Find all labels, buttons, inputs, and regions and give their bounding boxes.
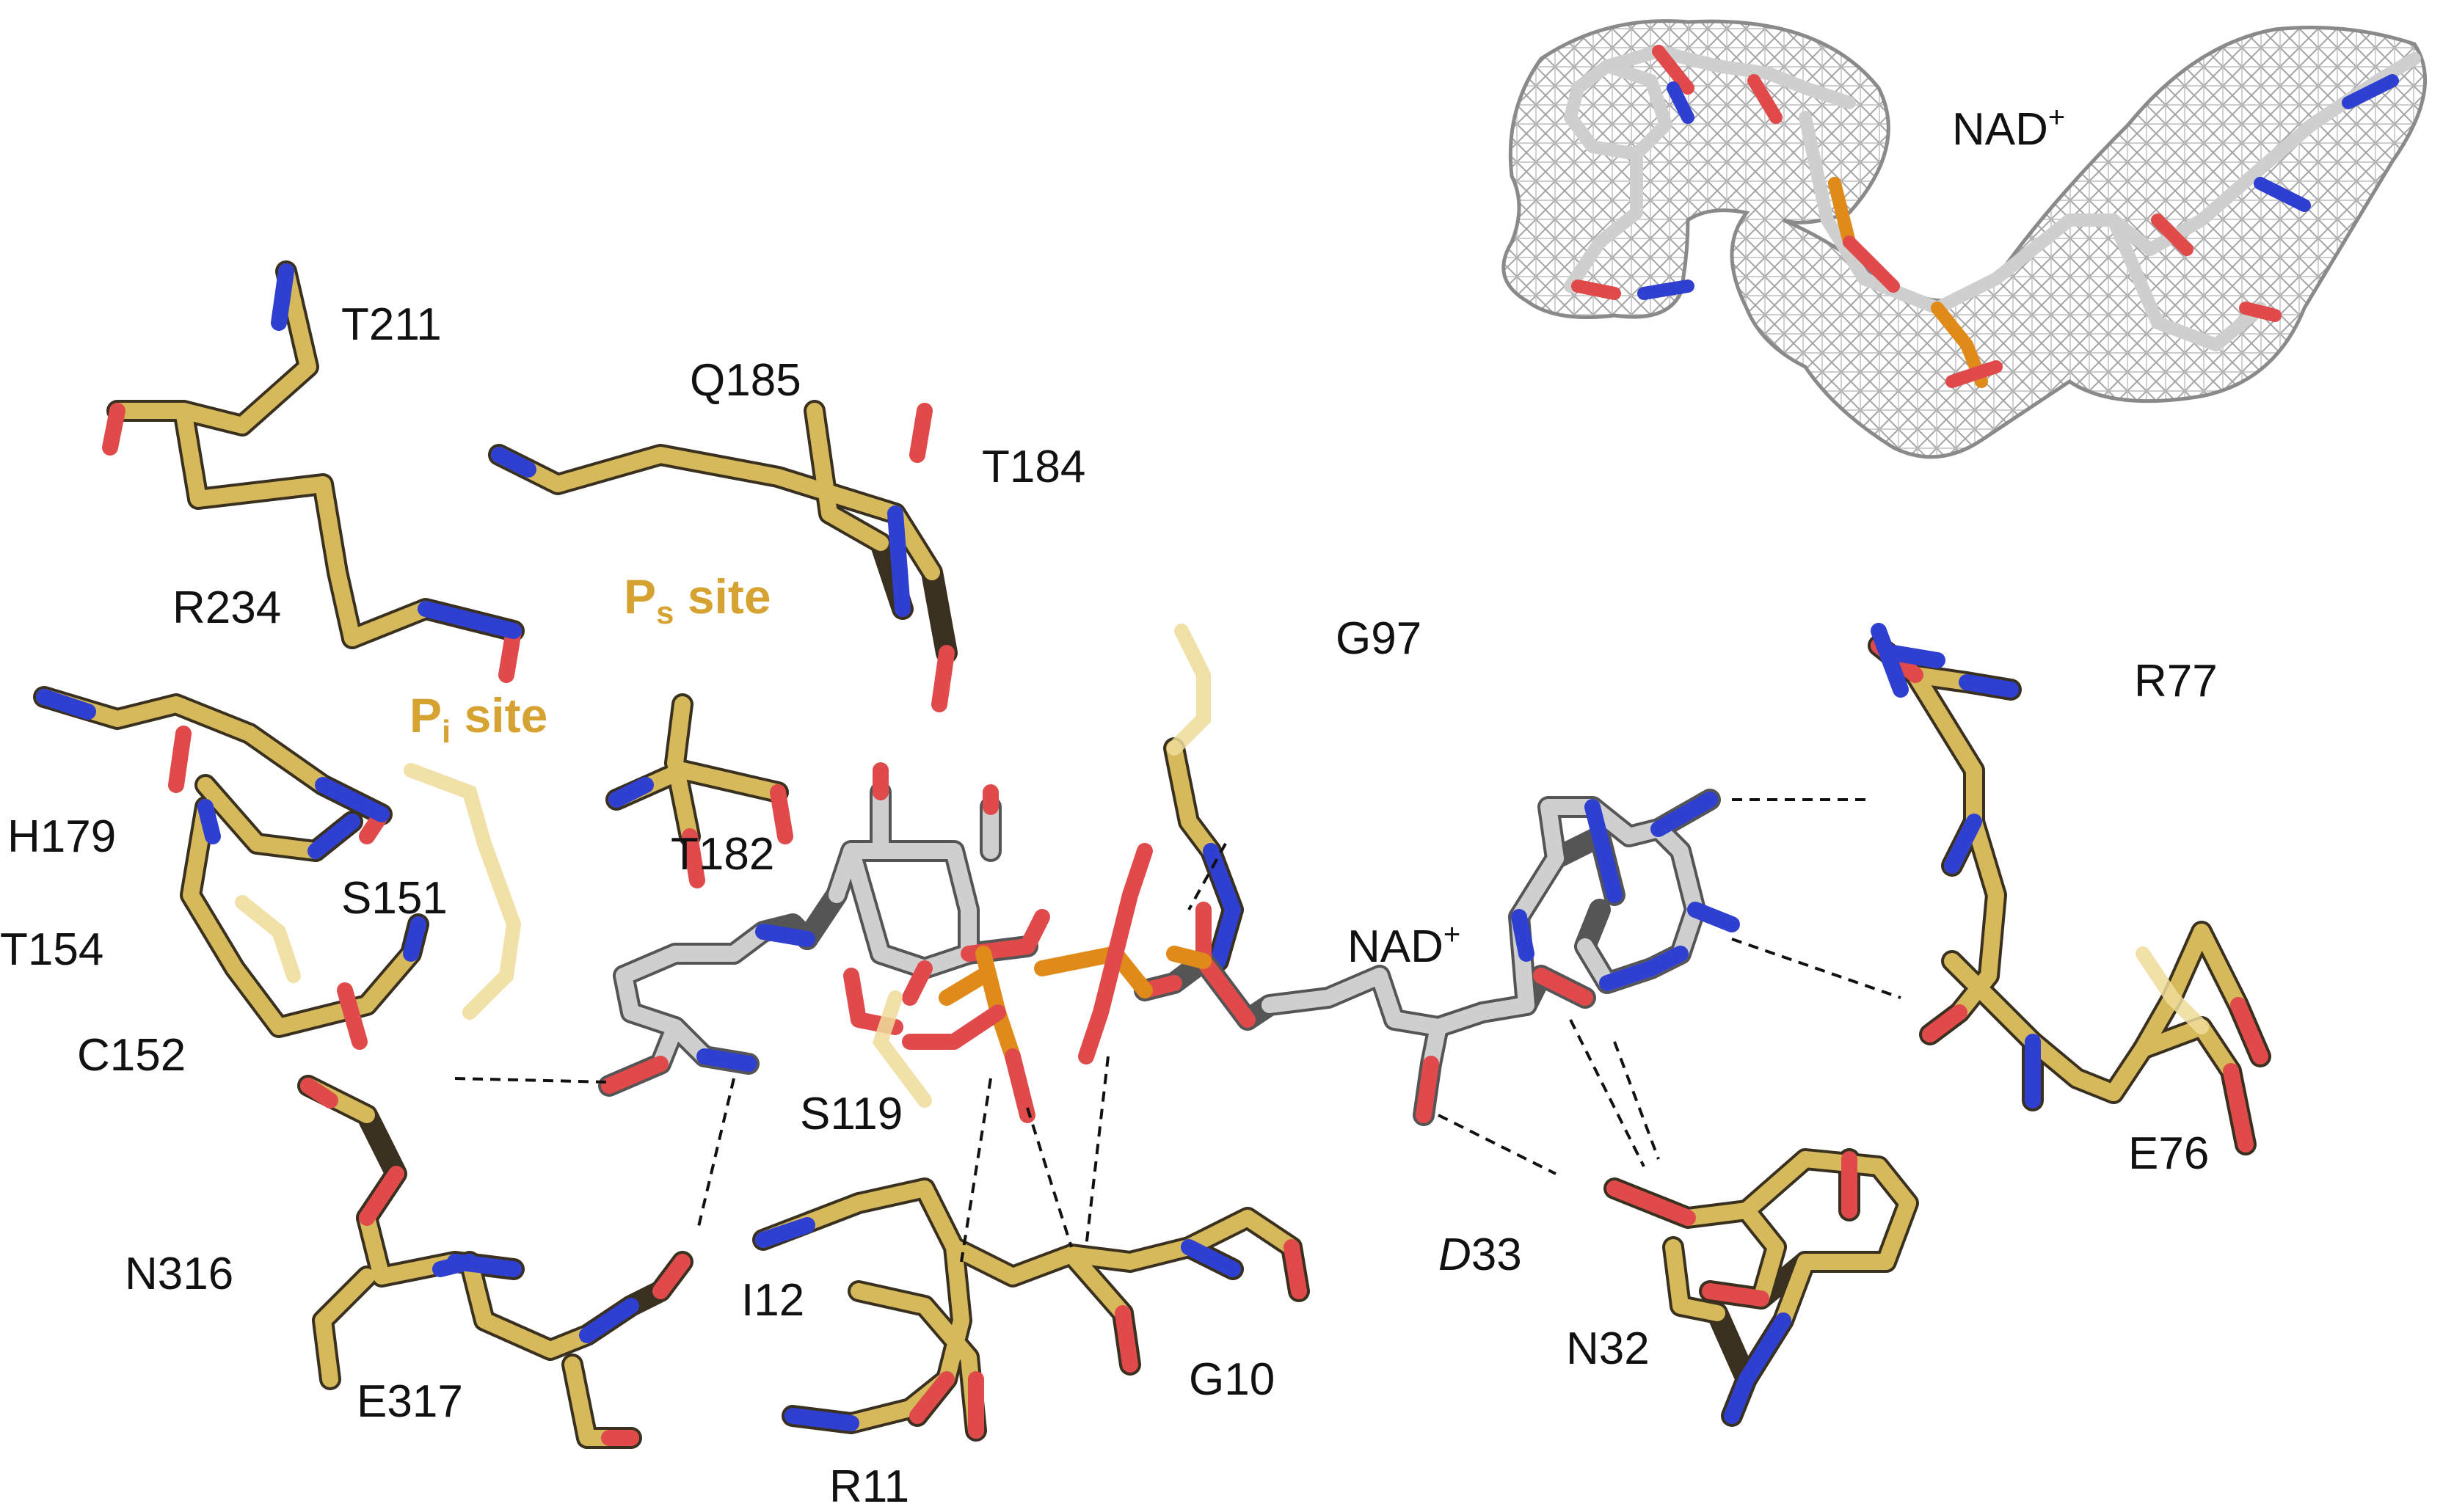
inset-ligand-label-nad: NAD+ — [1952, 103, 2065, 153]
ps-site-label: Ps site — [624, 572, 771, 629]
residue-label-e76: E76 — [2128, 1128, 2210, 1179]
residue-label-n32: N32 — [1566, 1323, 1650, 1374]
ps-site-letter: P — [624, 569, 657, 624]
residue-label-e317: E317 — [357, 1376, 463, 1427]
residue-label-d33-number: 33 — [1471, 1230, 1522, 1280]
residue-label-h179: H179 — [7, 811, 117, 862]
nad-ligand-sticks — [598, 762, 1740, 1126]
residue-label-t182: T182 — [671, 829, 775, 880]
pi-site-label: Pi site — [409, 691, 547, 748]
residue-label-q185: Q185 — [690, 355, 801, 406]
residue-label-d33: D33 — [1438, 1232, 1522, 1278]
inset-ligand-label-nad-charge: + — [2047, 101, 2066, 134]
residue-label-i12: I12 — [741, 1275, 805, 1326]
residue-label-s119: S119 — [800, 1089, 903, 1139]
residue-label-t184: T184 — [982, 442, 1086, 492]
residue-label-n316: N316 — [125, 1249, 234, 1299]
ligand-label-nad-text: NAD — [1347, 921, 1443, 972]
residue-label-t154: T154 — [0, 924, 104, 975]
pi-site-letter: P — [409, 688, 443, 742]
residue-label-t211: T211 — [341, 299, 442, 350]
inset-density-map — [1501, 19, 2428, 459]
ps-site-subscript: s — [656, 595, 674, 631]
residue-label-g97: G97 — [1336, 613, 1422, 664]
pi-site-subscript: i — [442, 714, 451, 750]
hydrogen-bonds — [454, 798, 1901, 1263]
background-sticks — [235, 624, 2209, 1108]
ligand-label-nad-charge: + — [1443, 918, 1461, 951]
pi-site-word: site — [451, 688, 548, 742]
inset-ligand-label-nad-text: NAD — [1952, 104, 2048, 155]
residue-label-r11: R11 — [829, 1461, 910, 1512]
residue-label-r77: R77 — [2134, 656, 2218, 706]
residue-label-s151: S151 — [341, 873, 448, 924]
ps-site-word: site — [674, 569, 771, 624]
ligand-label-nad: NAD+ — [1347, 920, 1460, 970]
residue-label-c152: C152 — [77, 1030, 186, 1081]
protein-sticks — [33, 260, 2271, 1449]
density-mesh — [1501, 19, 2428, 459]
residue-label-d33-letter: D — [1438, 1230, 1471, 1280]
residue-label-r234: R234 — [172, 582, 282, 633]
residue-label-g10: G10 — [1189, 1354, 1275, 1405]
